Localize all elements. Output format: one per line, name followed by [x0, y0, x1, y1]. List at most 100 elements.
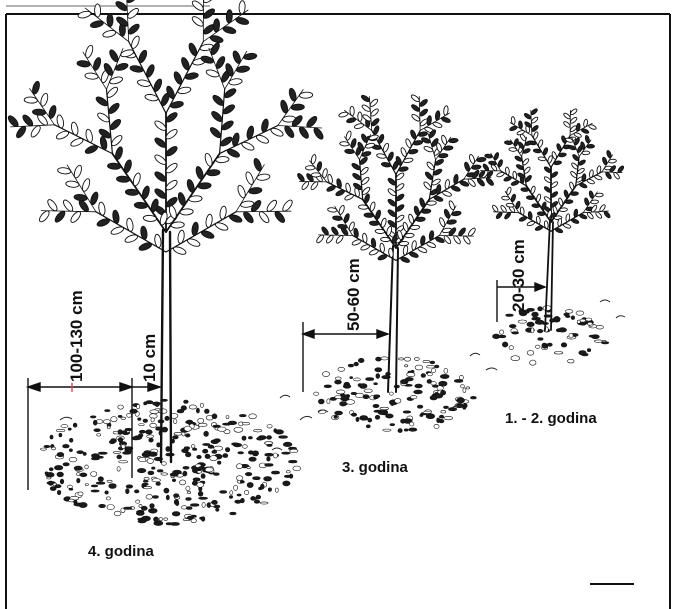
soil-clod: [314, 392, 319, 395]
leaf: [602, 157, 608, 166]
soil-clod: [97, 434, 101, 437]
leaf: [589, 190, 595, 199]
soil-clod: [187, 491, 190, 493]
soil-clod: [123, 452, 131, 455]
soil-clod: [48, 481, 53, 485]
leaf: [55, 130, 69, 141]
soil-clod: [254, 429, 262, 432]
soil-clod: [184, 447, 190, 450]
leaf: [506, 203, 514, 207]
soil-clod: [193, 478, 200, 481]
leaf: [526, 196, 534, 200]
soil-clod: [61, 425, 68, 428]
stage-label-3rd-year: 3. godina: [342, 459, 408, 476]
soil-clod: [117, 467, 120, 472]
soil-clod: [265, 453, 274, 456]
soil-clod: [202, 502, 205, 507]
leaf: [400, 147, 408, 157]
leaf: [73, 164, 83, 178]
soil-clod: [348, 364, 353, 367]
leaf: [316, 234, 325, 244]
soil-clod: [378, 411, 387, 415]
soil-clod: [139, 430, 145, 433]
tree-4th-year: [7, 0, 325, 462]
leaf: [53, 210, 66, 224]
leaf: [467, 227, 476, 237]
leaf: [443, 209, 450, 219]
leaf: [506, 187, 512, 196]
soil-clod: [126, 485, 133, 488]
soil-clod: [60, 479, 64, 484]
soil-clod: [282, 452, 291, 454]
soil-clod: [137, 404, 140, 408]
leaf: [410, 94, 420, 103]
leaf: [109, 118, 123, 131]
soil-clod: [174, 419, 177, 424]
stage-label-4th-year: 4. godina: [88, 543, 154, 560]
soil-clod: [404, 429, 408, 431]
soil-clod: [223, 423, 232, 425]
leaf: [310, 181, 319, 191]
leaf: [187, 42, 198, 56]
soil-clod: [327, 399, 330, 404]
soil-clod: [346, 400, 355, 405]
leaf: [215, 55, 227, 69]
soil-clod: [138, 418, 141, 421]
leaf: [186, 237, 200, 248]
leaf: [586, 211, 594, 219]
soil-clod: [324, 385, 331, 388]
soil-clod: [471, 396, 477, 399]
soil-clod: [172, 512, 180, 517]
spacing-label-4th-year: 10 cm: [140, 334, 159, 382]
leaf: [537, 212, 545, 216]
soil-clod: [364, 389, 372, 393]
soil-clod: [124, 507, 132, 509]
leaf: [587, 144, 595, 148]
soil-clod: [157, 470, 163, 473]
soil-clod: [577, 320, 580, 323]
leaf: [570, 108, 578, 116]
leaf: [538, 139, 544, 148]
leaf: [364, 213, 374, 218]
soil-clod: [69, 457, 77, 462]
leaf: [312, 126, 324, 140]
leaf: [338, 205, 345, 215]
leaf: [226, 148, 240, 159]
soil-clod: [383, 429, 391, 431]
soil-clod: [543, 306, 551, 311]
stage-label-1st-2nd-year: 1. - 2. godina: [505, 410, 597, 427]
soil-clod: [144, 477, 149, 480]
leaf: [595, 211, 603, 219]
leaf: [449, 138, 459, 143]
leaf: [531, 125, 539, 133]
soil-clod: [91, 472, 97, 477]
leaf: [511, 180, 520, 186]
soil-clod: [427, 373, 432, 376]
soil-clod: [535, 345, 540, 348]
leaf: [89, 191, 99, 205]
soil-clod: [283, 481, 290, 486]
soil-clod: [268, 488, 271, 492]
soil-clod: [148, 471, 154, 475]
soil-clod: [146, 430, 153, 434]
soil-clod: [267, 444, 272, 446]
soil-clod: [204, 409, 209, 413]
soil-clod: [205, 467, 213, 472]
leaf: [547, 155, 553, 164]
soil-clod: [398, 358, 404, 360]
soil-clod: [184, 426, 191, 431]
soil-clod: [260, 484, 264, 489]
branch: [166, 42, 203, 114]
leaf: [210, 110, 224, 123]
soil-clod: [146, 495, 153, 500]
soil-clod: [373, 404, 379, 407]
soil-clod: [420, 414, 423, 416]
leaf: [130, 35, 141, 49]
soil-clod: [395, 398, 401, 403]
soil-clod: [198, 491, 203, 496]
leaf: [503, 176, 512, 182]
soil-clod: [125, 428, 132, 430]
soil-clod: [506, 314, 514, 316]
leaf: [94, 4, 100, 17]
soil-clod: [132, 437, 141, 440]
